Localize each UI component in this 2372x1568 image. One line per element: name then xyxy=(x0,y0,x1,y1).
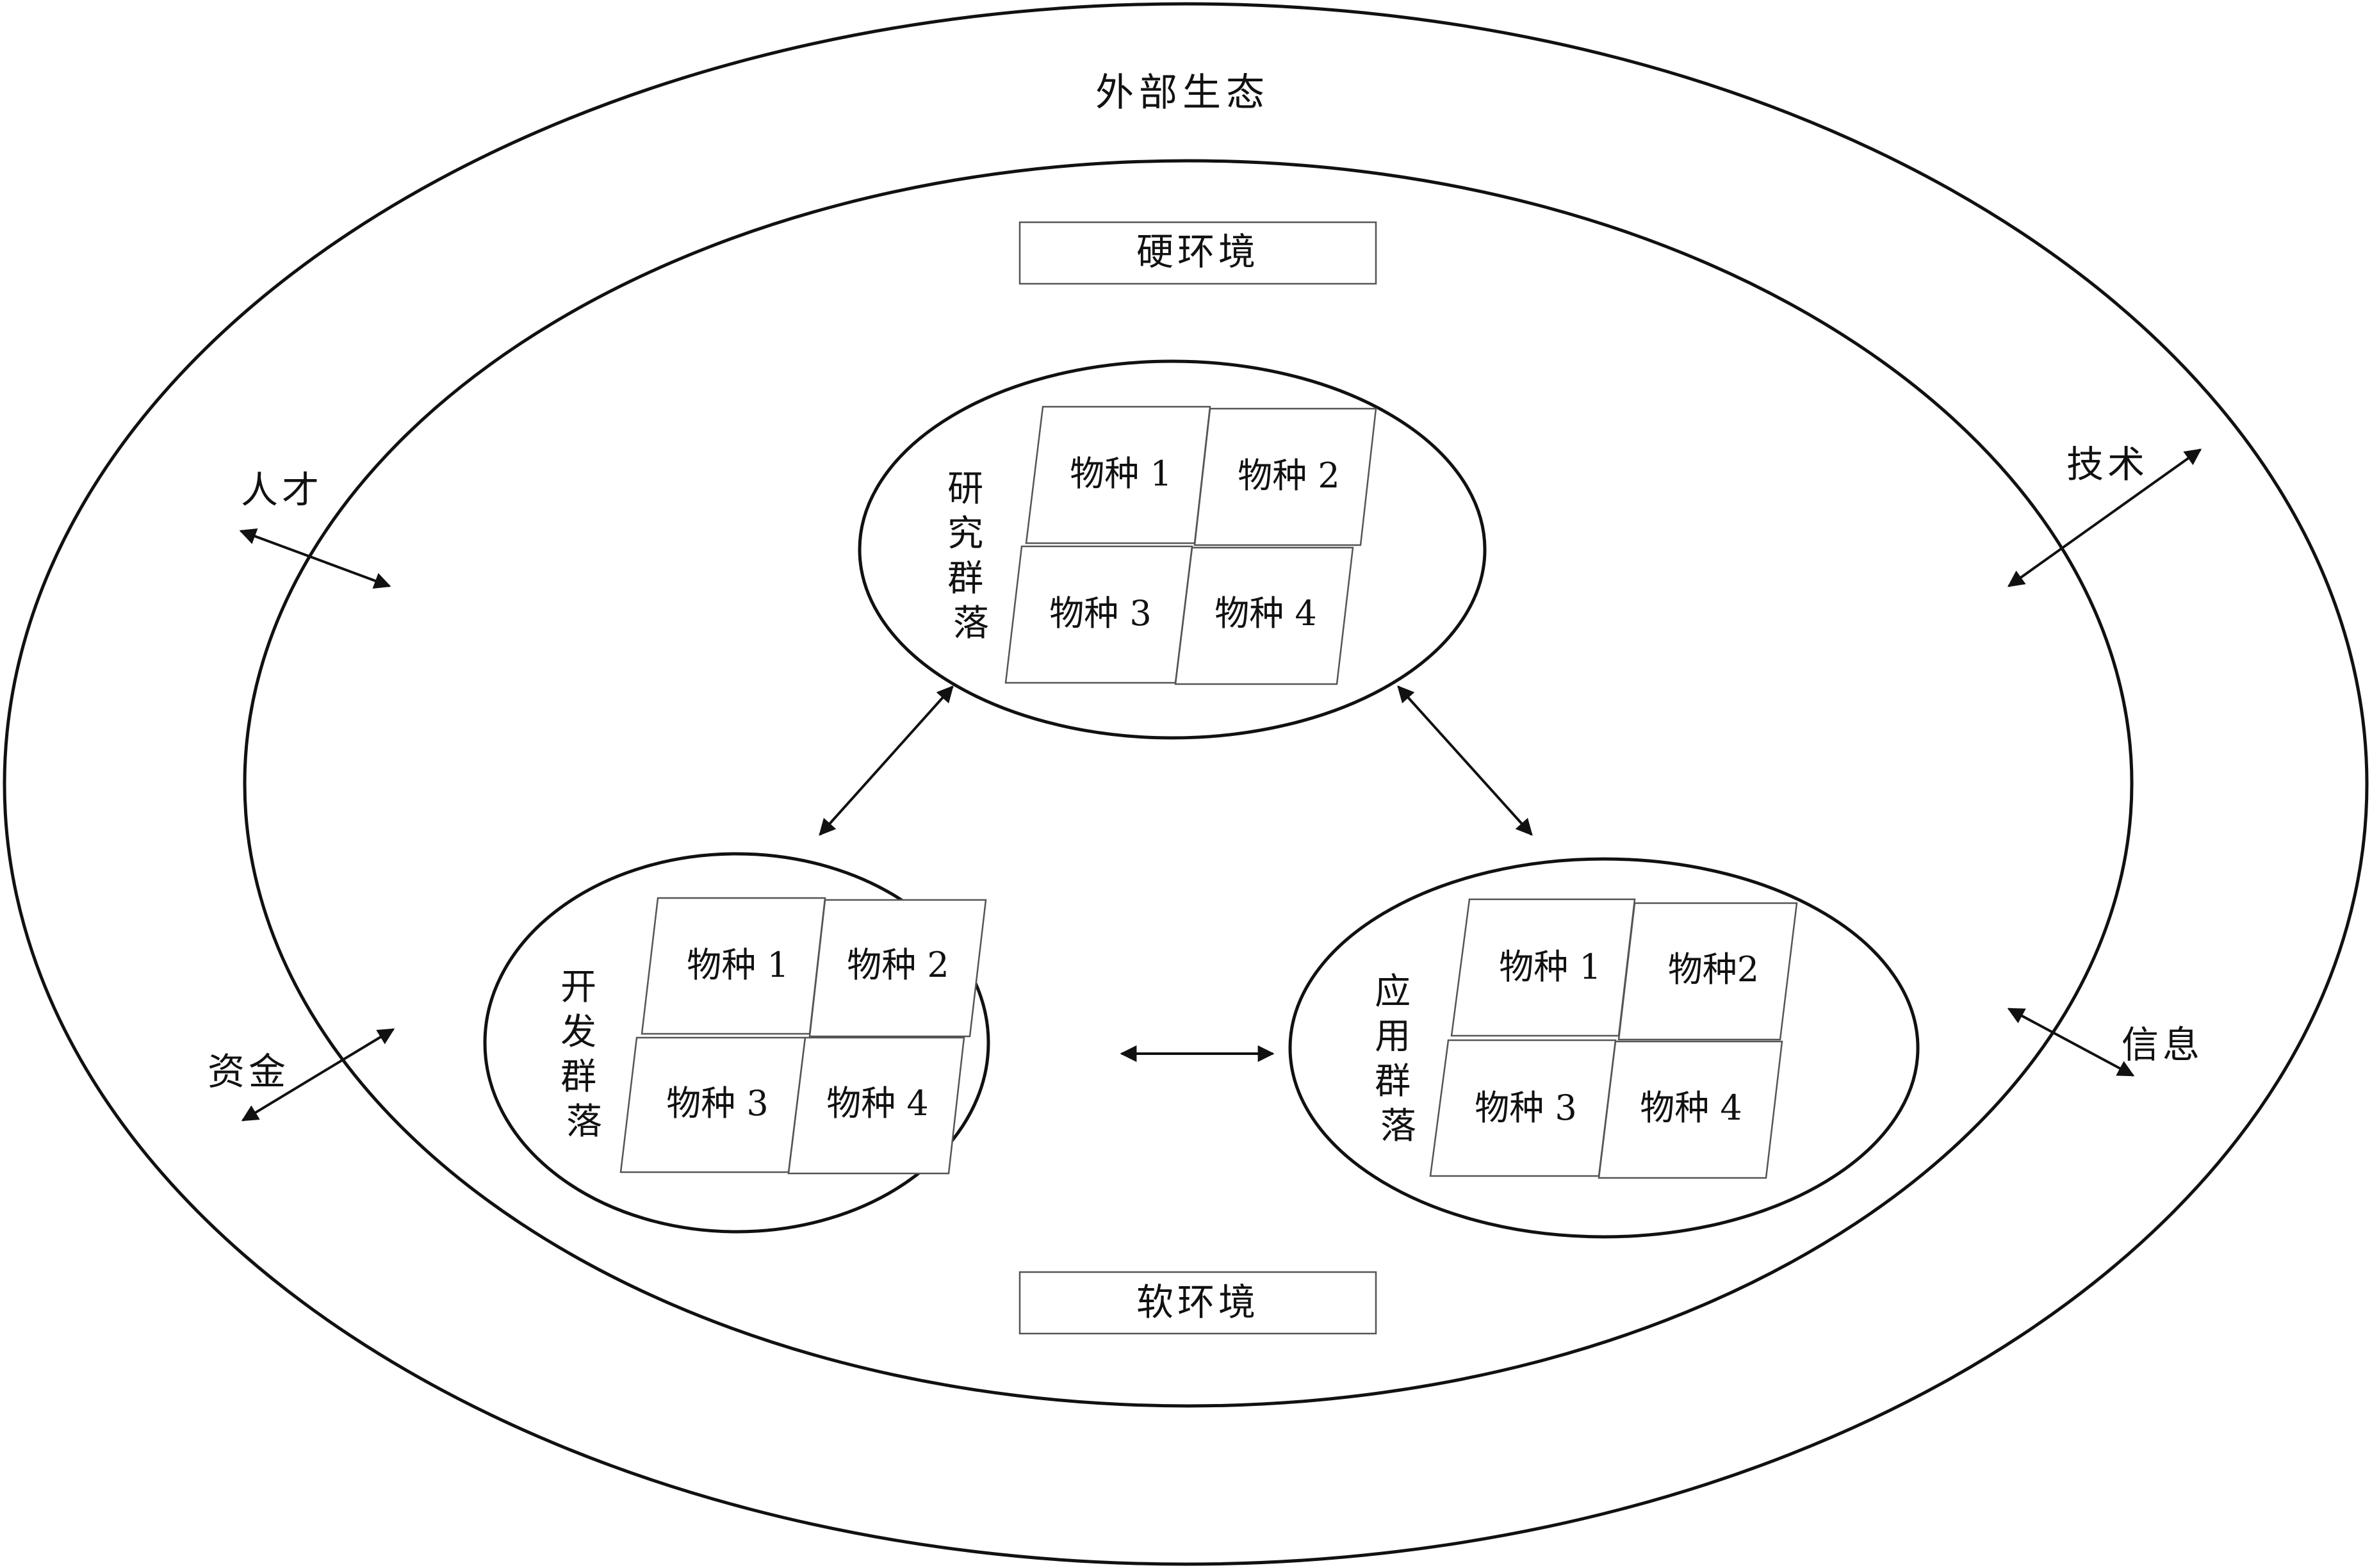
species-label: 物种2 xyxy=(1668,949,1759,990)
information-label: 信息 xyxy=(2122,1023,2204,1066)
application-community-label: 应 用 群 落 xyxy=(1375,971,1422,1147)
outer-ecology-label: 外部生态 xyxy=(1095,70,1270,115)
development-community-label: 开 发 群 落 xyxy=(560,967,608,1143)
species-label: 物种 1 xyxy=(687,945,789,985)
species-cell xyxy=(1598,1040,1783,1179)
capital-label: 资金 xyxy=(208,1050,290,1093)
research-application-arrow xyxy=(1397,685,1533,836)
research-community: 研 究 群 落 物种 1 物种 2 物种 3 物种 4 xyxy=(858,359,1487,740)
environment-ellipse xyxy=(243,159,2134,1408)
capital-arrow xyxy=(241,1028,395,1122)
species-label: 物种 4 xyxy=(826,1083,929,1123)
soft-environment-label: 软环境 xyxy=(1136,1280,1259,1324)
species-cell xyxy=(787,1036,965,1175)
species-label: 物种 3 xyxy=(1475,1088,1577,1128)
hard-environment-box xyxy=(1018,221,1377,285)
technology-arrow xyxy=(2007,448,2202,587)
species-label: 物种 1 xyxy=(1070,453,1172,494)
species-cell xyxy=(1193,407,1377,546)
soft-environment-box xyxy=(1018,1271,1377,1335)
development-community: 开 发 群 落 物种 1 物种 2 物种 3 物种 4 xyxy=(483,852,990,1234)
species-label: 物种 2 xyxy=(847,945,949,985)
technology-label: 技术 xyxy=(2066,443,2148,486)
talent-label: 人才 xyxy=(241,468,323,512)
development-community-ellipse xyxy=(483,852,990,1234)
species-label: 物种 1 xyxy=(1499,947,1601,987)
species-cell xyxy=(1617,902,1798,1041)
research-development-arrow xyxy=(819,685,954,836)
outer-ecology-ellipse xyxy=(3,2,2369,1566)
application-community-ellipse xyxy=(1288,857,1920,1239)
information-arrow xyxy=(2007,1008,2135,1077)
species-label: 物种 3 xyxy=(1049,593,1152,633)
species-label: 物种 4 xyxy=(1640,1088,1742,1128)
application-community: 应 用 群 落 物种 1 物种2 物种 3 物种 4 xyxy=(1288,857,1920,1239)
hard-environment-label: 硬环境 xyxy=(1136,230,1259,274)
research-community-label: 研 究 群 落 xyxy=(947,468,995,644)
species-label: 物种 2 xyxy=(1238,455,1340,496)
research-community-ellipse xyxy=(858,359,1487,740)
species-label: 物种 4 xyxy=(1215,593,1317,633)
species-cell xyxy=(1174,546,1354,685)
talent-arrow xyxy=(239,528,391,589)
species-label: 物种 3 xyxy=(666,1083,769,1123)
species-cell xyxy=(808,899,987,1038)
